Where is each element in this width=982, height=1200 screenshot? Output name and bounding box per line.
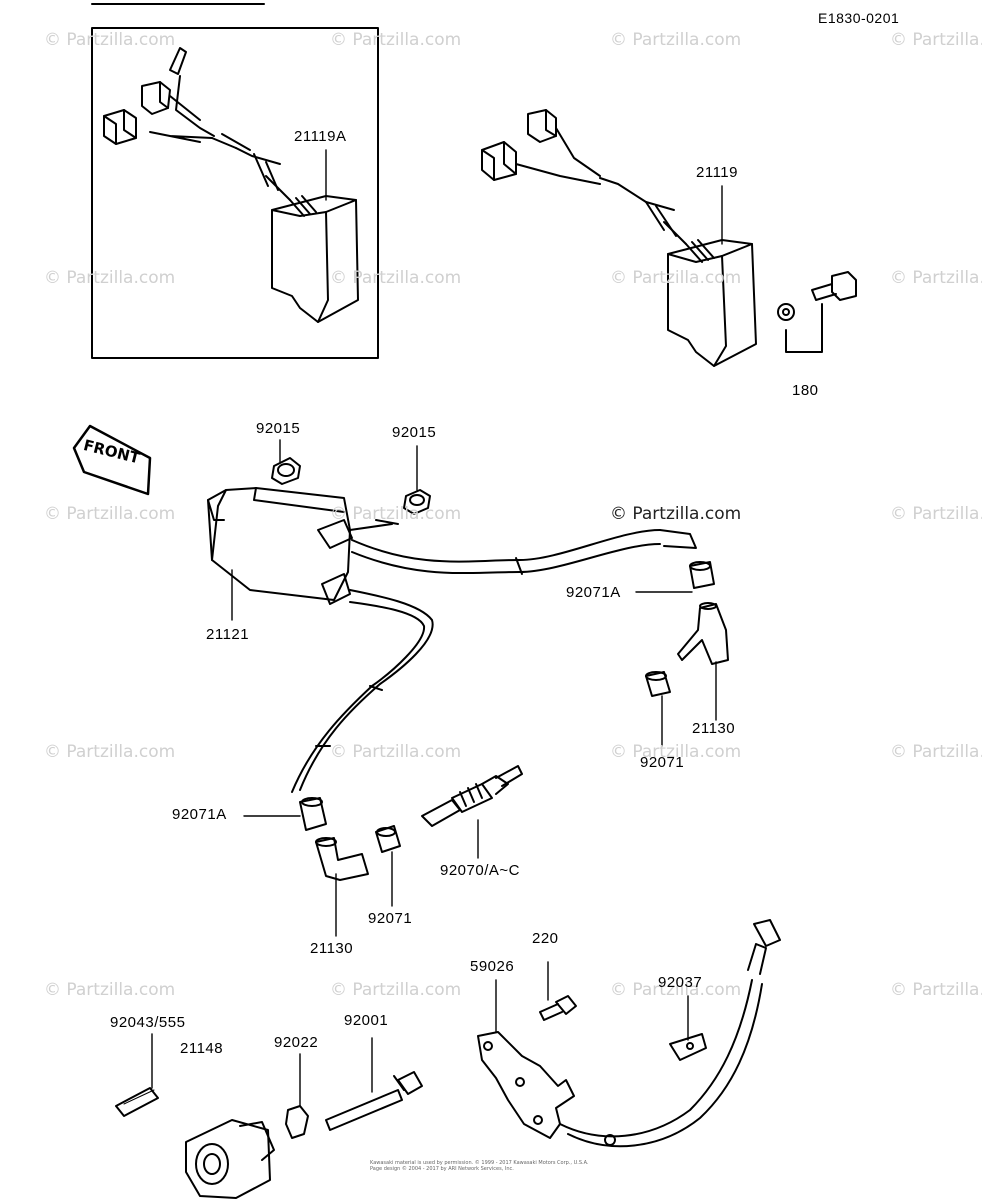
watermark: © Partzilla.com	[330, 268, 462, 288]
clamp-92037	[669, 1033, 707, 1061]
copyright-line: Page design © 2004 - 2017 by ARI Network…	[370, 1166, 514, 1172]
watermark: © Partzilla.com	[610, 504, 742, 524]
watermark: © Partzilla.com	[610, 742, 742, 762]
watermark: © Partzilla.com	[330, 30, 462, 50]
watermark: © Partzilla.com	[890, 504, 982, 524]
watermark: © Partzilla.com	[330, 504, 462, 524]
callout-92015-left[interactable]: 92015	[256, 420, 301, 437]
diagram-code: E1830-0201	[818, 10, 900, 26]
timing-rotor-21148	[185, 1119, 275, 1199]
callout-21121[interactable]: 21121	[206, 626, 250, 643]
high-tension-lead-lower	[291, 589, 434, 793]
high-tension-lead-upper	[351, 529, 697, 575]
callout-92070[interactable]: 92070/A~C	[440, 862, 520, 879]
callout-21148[interactable]: 21148	[180, 1040, 224, 1057]
callout-21119[interactable]: 21119	[696, 164, 738, 181]
front-arrow	[72, 424, 152, 496]
watermark: © Partzilla.com	[610, 268, 742, 288]
watermark: © Partzilla.com	[610, 30, 742, 50]
watermark: © Partzilla.com	[44, 30, 176, 50]
watermark: © Partzilla.com	[44, 980, 176, 1000]
watermark: © Partzilla.com	[890, 742, 982, 762]
watermark: © Partzilla.com	[890, 980, 982, 1000]
callout-92001[interactable]: 92001	[344, 1012, 389, 1029]
watermark: © Partzilla.com	[330, 980, 462, 1000]
watermark: © Partzilla.com	[890, 30, 982, 50]
watermark: © Partzilla.com	[44, 742, 176, 762]
callout-92071-right[interactable]: 92071	[640, 754, 685, 771]
watermark: © Partzilla.com	[610, 980, 742, 1000]
callout-21130-right[interactable]: 21130	[692, 720, 736, 737]
copyright-line: Kawasaki material is used by permission.…	[370, 1160, 589, 1166]
screw-220	[539, 995, 577, 1021]
callout-59026[interactable]: 59026	[470, 958, 515, 975]
igniter-21119	[481, 109, 757, 367]
alternate-part-box	[91, 27, 379, 359]
callout-92043[interactable]: 92043/555	[110, 1014, 186, 1031]
bolt-and-nut-180	[777, 271, 857, 353]
callout-92071A-lower[interactable]: 92071A	[172, 806, 227, 823]
bolt-92001	[325, 1071, 423, 1131]
copyright-notice: Kawasaki material is used by permission.…	[370, 1160, 650, 1172]
callout-21119A[interactable]: 21119A	[294, 128, 347, 145]
spark-plug-92070	[421, 765, 523, 827]
plug-cap-assembly-right	[645, 561, 729, 697]
ignition-coil-21121	[207, 487, 399, 605]
grommet-92015b	[403, 489, 431, 515]
plug-cap-assembly-left	[299, 797, 401, 881]
callout-92037[interactable]: 92037	[658, 974, 703, 991]
callout-92071-lower[interactable]: 92071	[368, 910, 413, 927]
pin-92043	[115, 1087, 159, 1117]
callout-220[interactable]: 220	[532, 930, 559, 947]
leader-lines	[151, 149, 723, 1107]
callout-92015-right[interactable]: 92015	[392, 424, 437, 441]
watermark: © Partzilla.com	[44, 504, 176, 524]
watermark: © Partzilla.com	[330, 742, 462, 762]
igniter-21119A	[103, 47, 359, 323]
watermark: © Partzilla.com	[44, 268, 176, 288]
watermark: © Partzilla.com	[890, 268, 982, 288]
callout-21130-left[interactable]: 21130	[310, 940, 354, 957]
grommet-92015a	[271, 457, 301, 485]
washer-92022	[285, 1105, 309, 1139]
pickup-coil-59026	[477, 919, 781, 1148]
callout-92071A-upper[interactable]: 92071A	[566, 584, 621, 601]
callout-180[interactable]: 180	[792, 382, 819, 399]
callout-92022[interactable]: 92022	[274, 1034, 319, 1051]
